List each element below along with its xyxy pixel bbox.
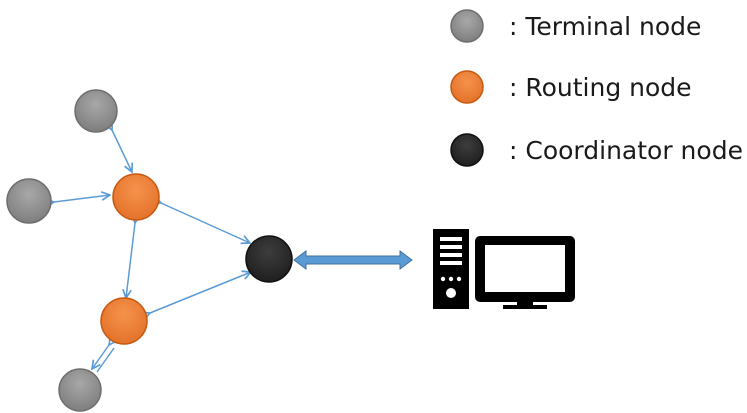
link-router-bottom-to-terminal-bottom-2 [96, 347, 115, 373]
legend-coordinator-node-icon [450, 133, 484, 167]
coordinator-computer-link [293, 250, 413, 270]
routing-node-top [112, 173, 160, 221]
link-router-bottom-to-coordinator [150, 272, 251, 313]
terminal-node-left [6, 178, 52, 224]
computer-monitor-base [503, 305, 547, 309]
thick-double-arrow [293, 250, 413, 270]
link-router-bottom-to-terminal-bottom [92, 345, 109, 369]
computer-monitor-stand [517, 302, 533, 307]
legend-coordinator-label: : Coordinator node [509, 136, 743, 165]
legend: : Terminal node : Routing node : Coordin… [450, 9, 743, 167]
terminal-node-bottom [58, 368, 102, 412]
link-terminal-top-to-router-top [112, 130, 132, 172]
link-router-top-to-router-bottom [126, 223, 135, 298]
coordinator-node [245, 235, 293, 283]
legend-routing-label: : Routing node [509, 73, 692, 102]
links [54, 130, 251, 373]
desktop-computer-icon [433, 229, 575, 309]
link-terminal-left-to-router-top [54, 195, 110, 202]
legend-routing-node-icon [450, 70, 484, 104]
link-router-top-to-coordinator [161, 203, 250, 243]
routing-node-bottom [100, 297, 148, 345]
terminal-node-top [74, 89, 118, 133]
legend-terminal-label: : Terminal node [509, 12, 701, 41]
nodes [6, 89, 293, 412]
legend-terminal-node-icon [450, 9, 484, 43]
